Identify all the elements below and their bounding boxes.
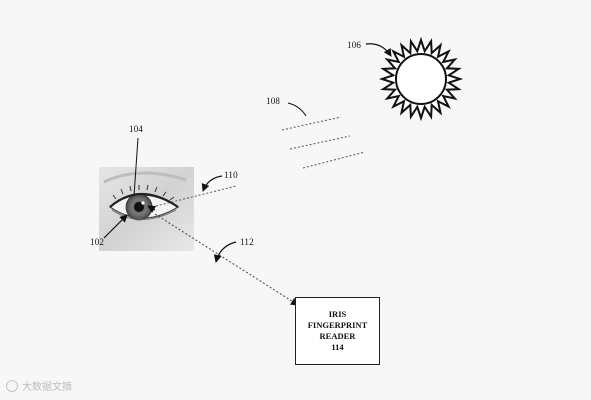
- reader-leader-arrow: [213, 241, 237, 263]
- ref-102: 102: [90, 237, 105, 247]
- eye-pointer: [147, 205, 157, 213]
- eye-leader-arrow: [103, 214, 128, 239]
- eye-illustration: [99, 167, 194, 251]
- iris-leader-line: [133, 137, 139, 197]
- reader-label-line2: FINGERPRINT: [307, 320, 368, 330]
- ref-106: 106: [347, 40, 362, 50]
- reader-label-line1: IRIS: [328, 309, 347, 319]
- light-rays: [281, 116, 366, 169]
- watermark-logo-icon: [6, 379, 18, 392]
- ref-110: 110: [224, 170, 238, 180]
- reflection-leader-arrow: [201, 175, 223, 192]
- light-leader-line: [287, 102, 307, 117]
- watermark-text: 大数据文摘: [22, 382, 72, 393]
- iris-fingerprint-reader-box: IRIS FINGERPRINT READER 114: [295, 297, 380, 365]
- watermark: 大数据文摘: [6, 378, 72, 393]
- sun-icon: [378, 36, 464, 122]
- ref-112: 112: [240, 237, 254, 247]
- scan-path: [154, 213, 299, 306]
- ref-104: 104: [129, 124, 144, 134]
- sun-leader-arrow: [365, 43, 392, 57]
- reader-label-line4: 114: [331, 342, 344, 352]
- ref-108: 108: [266, 96, 281, 106]
- reader-label-line3: READER: [319, 331, 356, 341]
- reflection-ray: [151, 185, 237, 208]
